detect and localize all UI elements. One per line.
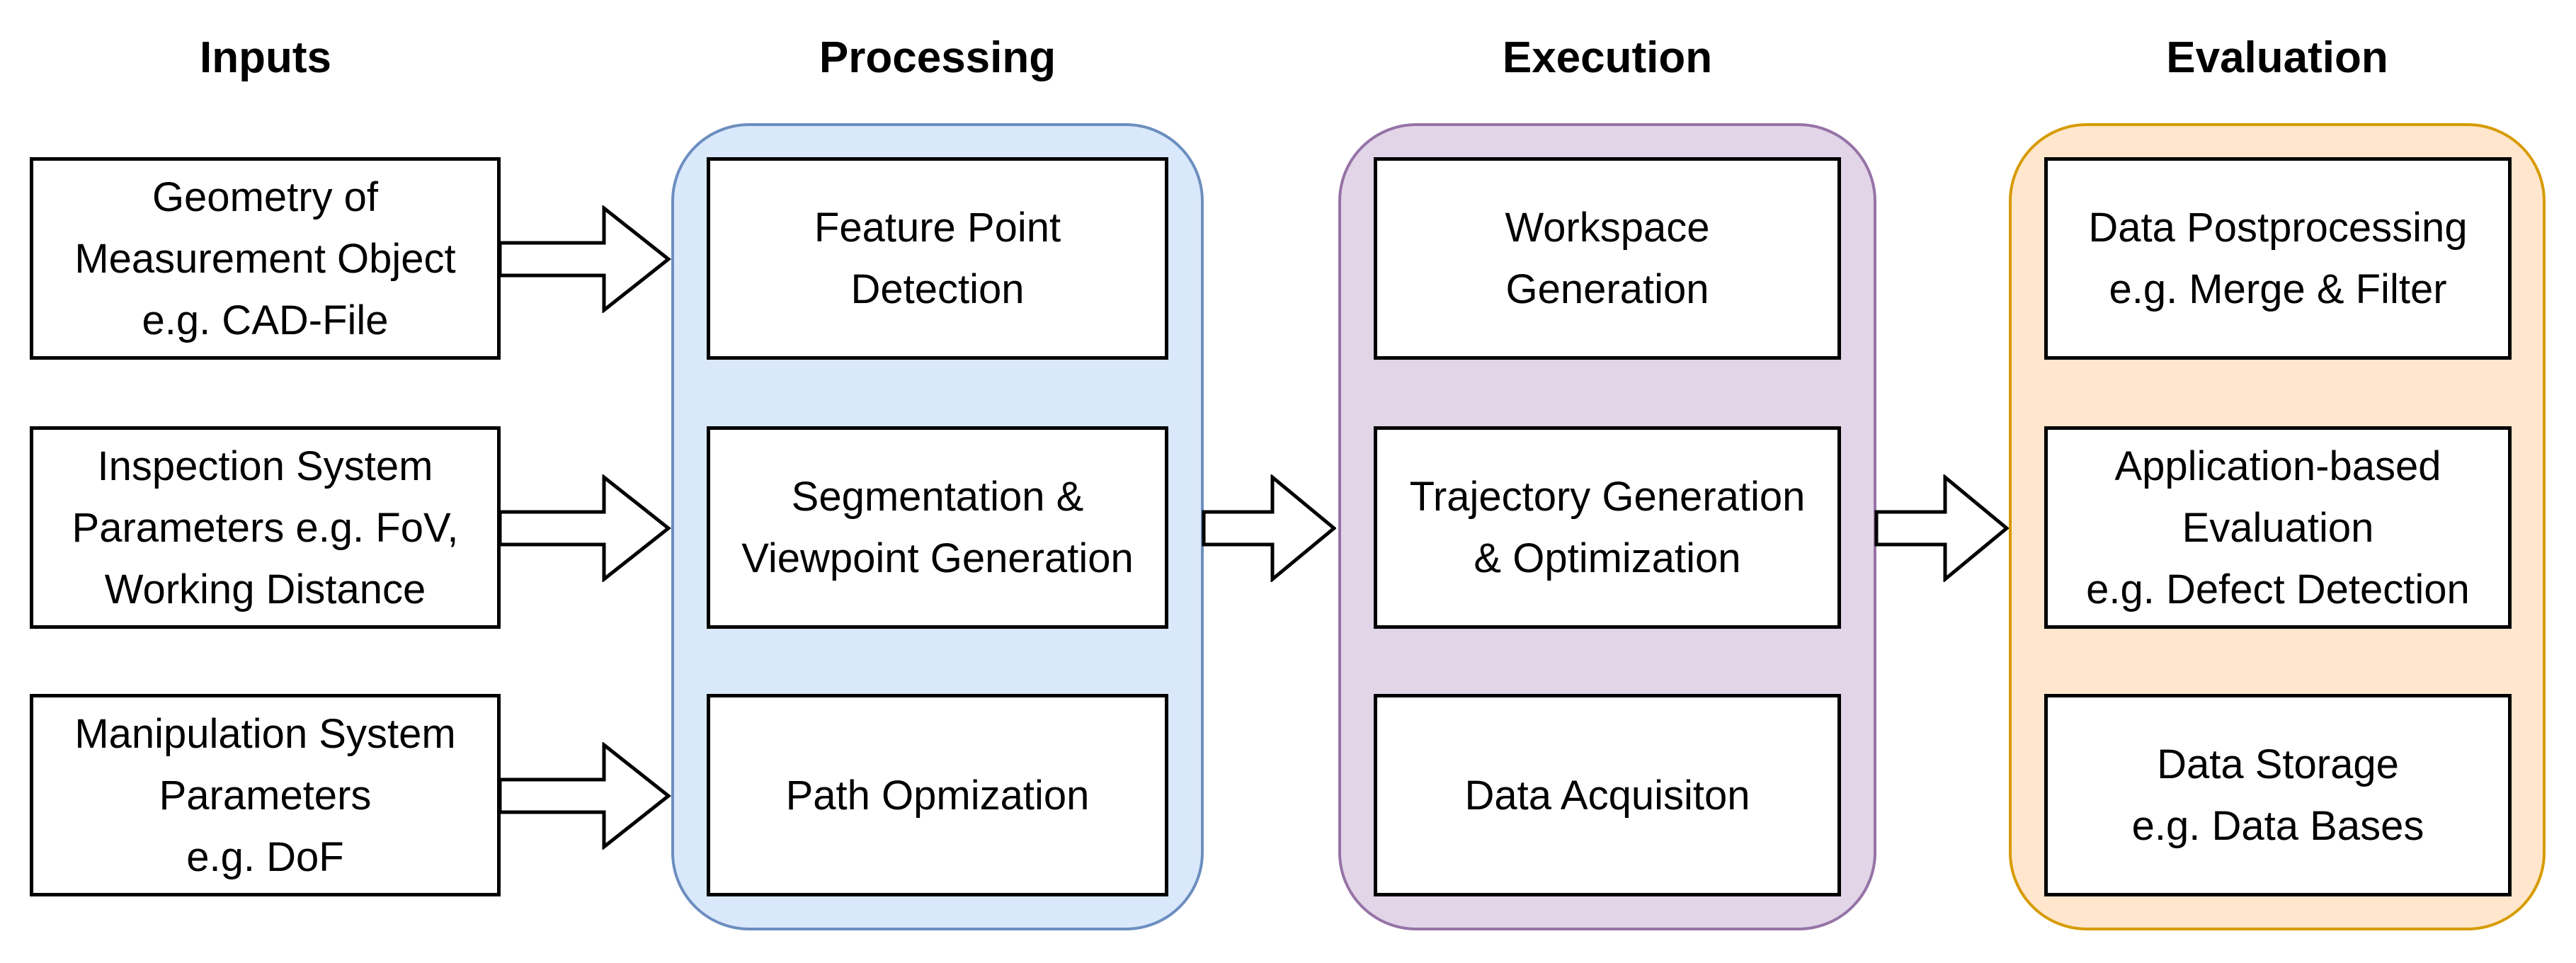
execution-box-data-acquisition: Data Acquisiton — [1374, 694, 1841, 896]
evaluation-box-application-evaluation: Application-based Evaluation e.g. Defect… — [2044, 426, 2512, 629]
processing-box-path-optimization: Path Opmization — [707, 694, 1168, 896]
column-header-execution: Execution — [1502, 33, 1713, 82]
execution-box-trajectory-generation: Trajectory Generation & Optimization — [1374, 426, 1841, 629]
input-box-manipulation-system: Manipulation System Parameters e.g. DoF — [30, 694, 501, 896]
input-box-geometry: Geometry of Measurement Object e.g. CAD-… — [30, 157, 501, 360]
arrow-icon-execution-to-evaluation — [1874, 474, 2009, 582]
processing-box-feature-point-detection: Feature Point Detection — [707, 157, 1168, 360]
arrow-icon-input-1-to-processing — [498, 205, 671, 313]
column-header-processing: Processing — [819, 33, 1056, 82]
column-header-inputs: Inputs — [200, 33, 331, 82]
input-box-inspection-system: Inspection System Parameters e.g. FoV, W… — [30, 426, 501, 629]
processing-box-segmentation-viewpoint: Segmentation & Viewpoint Generation — [707, 426, 1168, 629]
evaluation-box-data-storage: Data Storage e.g. Data Bases — [2044, 694, 2512, 896]
execution-box-workspace-generation: Workspace Generation — [1374, 157, 1841, 360]
column-header-evaluation: Evaluation — [2166, 33, 2388, 82]
arrow-icon-input-2-to-processing — [498, 474, 671, 582]
arrow-icon-input-3-to-processing — [498, 742, 671, 850]
arrow-icon-processing-to-execution — [1202, 474, 1336, 582]
evaluation-box-data-postprocessing: Data Postprocessing e.g. Merge & Filter — [2044, 157, 2512, 360]
